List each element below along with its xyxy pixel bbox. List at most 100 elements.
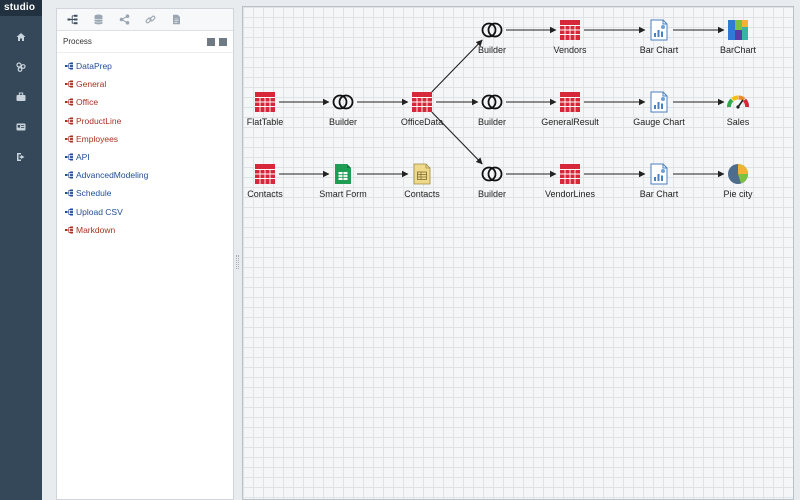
process-icon [65, 153, 73, 161]
brand-logo[interactable]: studio [0, 0, 42, 16]
node-label: VendorLines [544, 189, 596, 199]
id-card-icon[interactable] [0, 116, 42, 138]
workflow-node-builder[interactable]: Builder [447, 15, 537, 59]
node-label: GeneralResult [541, 117, 599, 127]
process-icon [65, 117, 73, 125]
edit-button[interactable] [219, 37, 227, 46]
node-label: Gauge Chart [633, 117, 685, 127]
collapse-all-button[interactable] [207, 37, 215, 46]
workflow-node-chart[interactable]: Bar Chart [614, 15, 704, 59]
link-icon[interactable] [139, 11, 161, 29]
process-item[interactable]: Office [57, 93, 233, 111]
chart-node-icon [648, 19, 670, 41]
process-icon [65, 226, 73, 234]
workflow-canvas[interactable]: Builder Vendors Bar Chart BarChart FlatT… [242, 6, 794, 500]
process-icon [65, 98, 73, 106]
database-icon[interactable] [87, 11, 109, 29]
process-item-label: ProductLine [76, 115, 122, 126]
doc-node-icon [411, 163, 433, 185]
node-label: Sales [726, 117, 750, 127]
process-item-label: Markdown [76, 224, 116, 235]
node-label: FlatTable [246, 117, 284, 127]
process-item-label: AdvancedModeling [76, 170, 149, 181]
process-item[interactable]: AdvancedModeling [57, 166, 233, 184]
app-sidebar: studio [0, 0, 42, 500]
process-item-label: Schedule [76, 188, 112, 199]
node-label: Smart Form [319, 189, 367, 199]
workflow-node-table[interactable]: GeneralResult [525, 87, 615, 131]
workflow-node-pie[interactable]: Pie city [693, 159, 783, 203]
sheet-node-icon [332, 163, 354, 185]
home-icon[interactable] [0, 26, 42, 48]
panel-header: Process [57, 31, 233, 53]
process-item-label: Office [76, 97, 99, 108]
process-item[interactable]: Employees [57, 130, 233, 148]
workflow-node-builder[interactable]: Builder [447, 87, 537, 131]
workflow-node-table[interactable]: FlatTable [243, 87, 310, 131]
table-node-icon [411, 91, 433, 113]
sign-out-icon[interactable] [0, 146, 42, 168]
workflow-node-table[interactable]: Vendors [525, 15, 615, 59]
table-node-icon [254, 163, 276, 185]
process-item-label: General [76, 79, 107, 90]
process-item-label: Upload CSV [76, 206, 123, 217]
workflow-node-builder[interactable]: Builder [447, 159, 537, 203]
gauge-node-icon [727, 91, 750, 113]
process-item[interactable]: ProductLine [57, 112, 233, 130]
panel-resize-handle[interactable] [236, 255, 239, 269]
process-item[interactable]: DataPrep [57, 57, 233, 75]
file-icon[interactable] [165, 11, 187, 29]
workflow-node-barviz[interactable]: BarChart [693, 15, 783, 59]
node-label: Bar Chart [639, 45, 679, 55]
sitemap-icon[interactable] [61, 11, 83, 29]
builder-node-icon [481, 163, 503, 185]
panel-toolbar [57, 9, 233, 31]
process-item-label: Employees [76, 133, 119, 144]
share-nodes-icon[interactable] [113, 11, 135, 29]
builder-node-icon [481, 91, 503, 113]
workflow-node-builder[interactable]: Builder [298, 87, 388, 131]
edge-layer [279, 26, 725, 178]
process-item-label: API [76, 152, 90, 163]
node-label: Contacts [247, 189, 283, 199]
table-node-icon [559, 163, 581, 185]
workflow-node-table[interactable]: Contacts [243, 159, 310, 203]
node-label: OfficeData [400, 117, 444, 127]
process-item[interactable]: Schedule [57, 184, 233, 202]
process-item[interactable]: Markdown [57, 221, 233, 239]
process-item[interactable]: Upload CSV [57, 203, 233, 221]
node-label: Vendors [553, 45, 587, 55]
process-icon [65, 80, 73, 88]
builder-node-icon [481, 19, 503, 41]
table-node-icon [559, 91, 581, 113]
table-node-icon [559, 19, 581, 41]
process-icon [65, 189, 73, 197]
workflow-node-chart[interactable]: Bar Chart [614, 159, 704, 203]
process-item[interactable]: General [57, 75, 233, 93]
workflow-node-chart[interactable]: Gauge Chart [614, 87, 704, 131]
workflow-node-table[interactable]: VendorLines [525, 159, 615, 203]
workflow-node-gauge[interactable]: Sales [693, 87, 783, 131]
workflow-node-doc[interactable]: Contacts [377, 159, 467, 203]
process-icon [65, 171, 73, 179]
workflow-edge[interactable] [431, 111, 483, 165]
chart-node-icon [648, 163, 670, 185]
workflow-node-sheet[interactable]: Smart Form [298, 159, 388, 203]
workflow-edge[interactable] [431, 39, 483, 93]
builder-node-icon [332, 91, 354, 113]
briefcase-icon[interactable] [0, 86, 42, 108]
modules-icon[interactable] [0, 56, 42, 78]
node-label: Builder [477, 45, 506, 55]
process-icon [65, 135, 73, 143]
node-label: Contacts [404, 189, 440, 199]
table-node-icon [254, 91, 276, 113]
chart-node-icon [648, 91, 670, 113]
node-label: BarChart [719, 45, 756, 55]
barviz-node-icon [727, 19, 749, 41]
process-item[interactable]: API [57, 148, 233, 166]
workflow-node-table[interactable]: OfficeData [377, 87, 467, 131]
process-icon [65, 62, 73, 70]
node-label: Builder [477, 117, 506, 127]
